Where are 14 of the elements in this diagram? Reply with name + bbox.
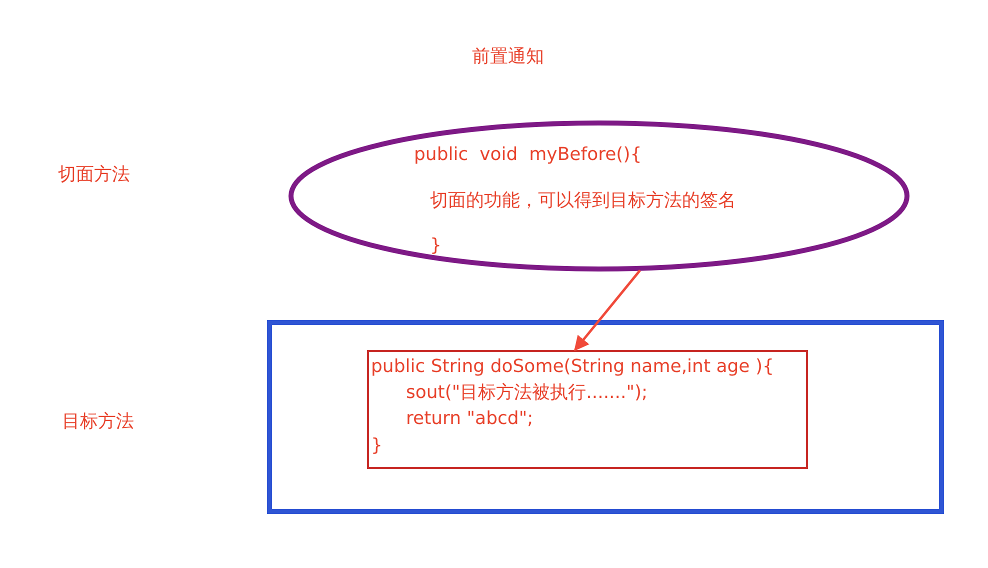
code-line: return "abcd"; [406,407,534,431]
code-box [367,350,808,469]
code-line: public String doSome(String name,int age ){ [371,355,774,379]
side-label: 切面方法 [58,163,130,187]
code-line: } [371,434,382,458]
arrow [574,270,641,352]
code-line: public void myBefore(){ [414,143,642,167]
frame-box [267,320,944,514]
code-line: } [430,234,442,258]
side-label: 目标方法 [62,410,134,434]
code-line: 切面的功能，可以得到目标方法的签名 [430,189,736,213]
title: 前置通知 [472,45,544,69]
ellipse-shape [288,120,910,272]
code-line: sout("目标方法被执行......."); [406,381,648,405]
